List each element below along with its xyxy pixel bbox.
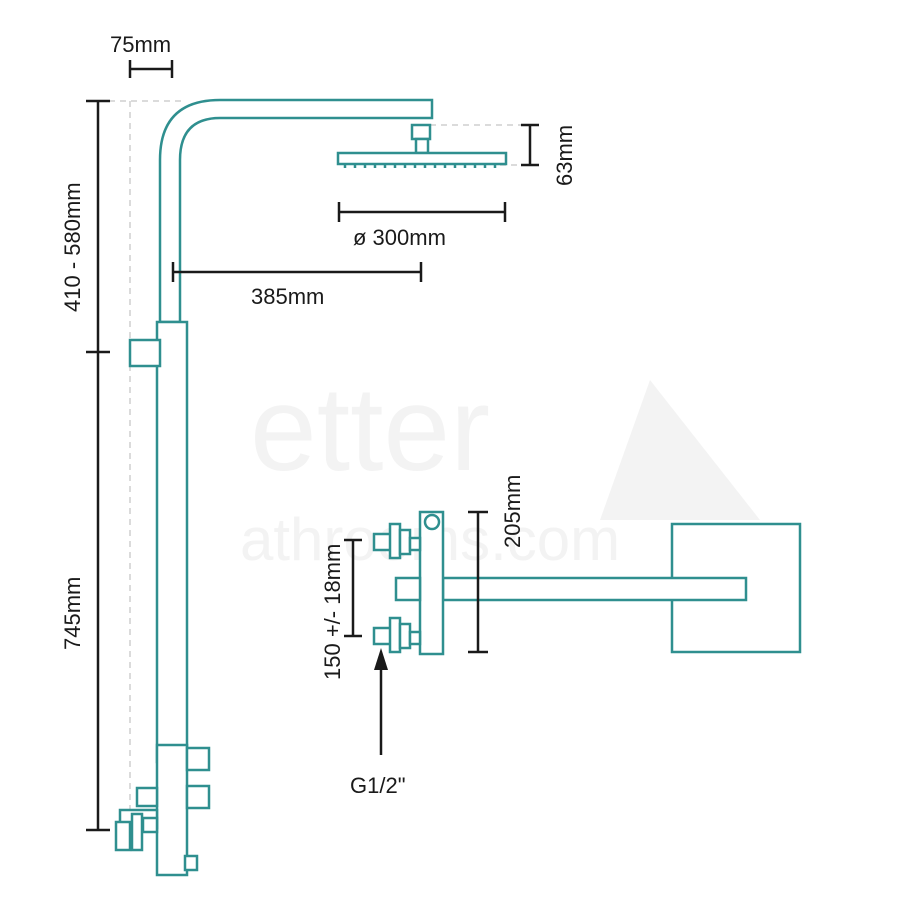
- mixer-valve: [114, 743, 211, 877]
- side-arm: [441, 576, 748, 602]
- label-inlet-thread: G1/2": [350, 773, 406, 798]
- label-inlet-centres: 150 +/- 18mm: [320, 544, 345, 680]
- dimension-lines: [86, 60, 539, 832]
- mixer-knob-top: [185, 746, 211, 772]
- watermark-logo-shape: [600, 380, 760, 520]
- riser-bracket: [128, 338, 162, 368]
- inlet-lower: [372, 616, 422, 654]
- mixer-knob-mid: [185, 784, 211, 810]
- side-view: [372, 510, 802, 656]
- inlet-upper: [372, 522, 422, 560]
- arrow-up-icon: [374, 648, 388, 670]
- label-valve-height: 205mm: [500, 475, 525, 548]
- watermark-main: etter: [250, 362, 490, 496]
- label-riser-upper: 410 - 580mm: [60, 182, 85, 312]
- riser-rail: [128, 98, 434, 764]
- label-head-diameter: ø 300mm: [353, 225, 446, 250]
- shower-head: [336, 123, 508, 168]
- label-riser-lower: 745mm: [60, 577, 85, 650]
- label-arm-offset: 75mm: [110, 32, 171, 57]
- side-valve-body: [418, 510, 445, 656]
- label-arm-reach: 385mm: [251, 284, 324, 309]
- label-head-thickness: 63mm: [552, 125, 577, 186]
- dimension-labels: 75mm 410 - 580mm 745mm 63mm ø 300mm 385m…: [60, 32, 577, 798]
